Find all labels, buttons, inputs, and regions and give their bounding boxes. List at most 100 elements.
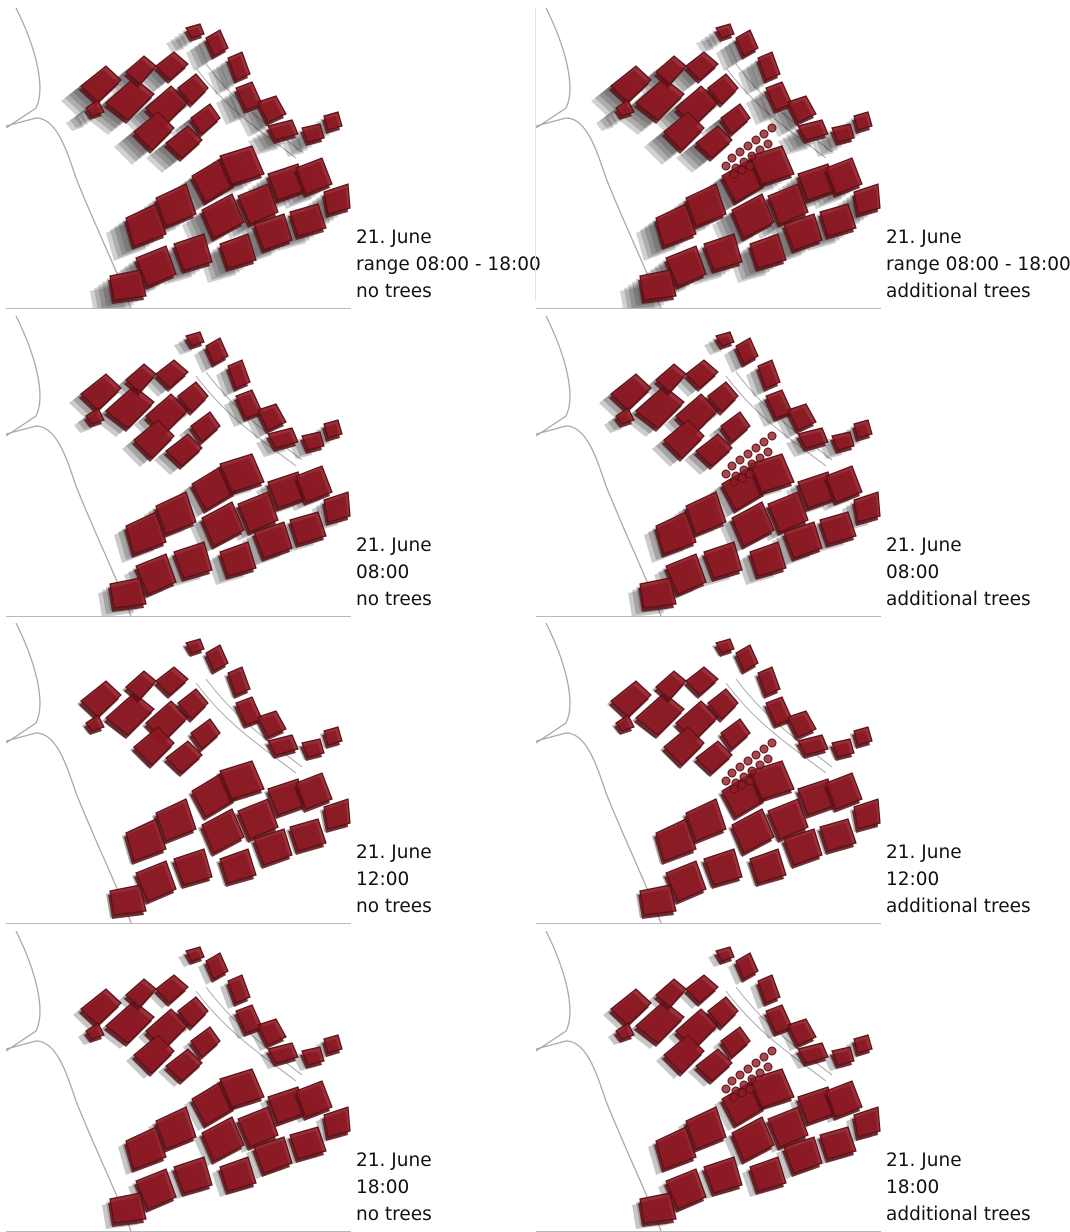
building [177, 996, 209, 1028]
building [797, 734, 829, 756]
shadow-shape [742, 64, 764, 92]
building [323, 1106, 351, 1138]
shadow-shape [816, 136, 838, 154]
building [749, 760, 795, 800]
building [665, 245, 707, 287]
shadow-shape [812, 139, 834, 157]
building [767, 183, 809, 225]
building [735, 644, 759, 672]
building [819, 818, 857, 852]
building [720, 411, 751, 443]
panel-bottom-line [6, 308, 351, 309]
building [731, 808, 775, 854]
building [615, 1022, 635, 1040]
tree [755, 145, 765, 155]
tree [743, 449, 753, 459]
tree [759, 744, 769, 754]
shadow-shape [70, 112, 88, 128]
caption-trees: additional trees [886, 589, 1031, 610]
tree [747, 151, 757, 161]
building [665, 553, 707, 595]
shadow-shape [238, 111, 266, 137]
caption-trees: additional trees [886, 896, 1031, 917]
tree [743, 1064, 753, 1074]
tree [743, 756, 753, 766]
building [295, 465, 333, 503]
building [831, 431, 855, 451]
shadow-shape [716, 45, 738, 71]
street-line [205, 678, 303, 768]
road-line [6, 8, 41, 129]
building [787, 710, 817, 738]
building [685, 183, 727, 227]
building [173, 541, 213, 579]
building [155, 359, 189, 389]
trees-layer [721, 431, 777, 487]
building [227, 666, 251, 696]
road-line [6, 1040, 132, 1231]
shadow-map-panel [536, 931, 881, 1231]
building [615, 714, 635, 732]
road-line [536, 931, 571, 1052]
building [695, 125, 733, 159]
tree [759, 129, 769, 139]
building [767, 1106, 809, 1148]
road-line [6, 117, 132, 308]
tree [745, 776, 755, 786]
tree [735, 455, 745, 465]
building [825, 465, 863, 503]
building [301, 431, 325, 451]
building [301, 123, 325, 143]
building [155, 974, 189, 1004]
building [720, 103, 751, 135]
caption-time: range 08:00 - 18:00 [886, 254, 1070, 275]
building [237, 798, 279, 840]
caption-date: 21. June [886, 227, 962, 248]
building [323, 491, 351, 523]
road-line [6, 316, 41, 437]
building [219, 541, 257, 577]
building [787, 1018, 817, 1046]
building [301, 738, 325, 758]
building [165, 740, 203, 774]
street-line [205, 986, 303, 1076]
tree [721, 469, 731, 479]
building [173, 848, 213, 886]
building [749, 848, 787, 884]
building [787, 403, 817, 431]
panel-bottom-line [6, 923, 351, 924]
panel-bottom-line [536, 923, 881, 924]
panel-bottom-line [536, 308, 881, 309]
shadow-shape [600, 112, 618, 128]
building [267, 119, 299, 141]
building [109, 577, 147, 609]
shadow-shape [750, 94, 776, 122]
shadow-shape [216, 97, 242, 125]
buildings-layer [609, 946, 881, 1227]
building [253, 213, 293, 251]
building [201, 193, 245, 239]
building [125, 203, 167, 247]
tree [755, 453, 765, 463]
building [80, 988, 122, 1026]
building [655, 511, 697, 555]
shadow-map-image [536, 931, 881, 1231]
shadow-map-image [6, 316, 351, 616]
building [731, 501, 775, 547]
building [610, 373, 652, 411]
caption-date: 21. June [356, 1150, 432, 1171]
building [819, 1126, 857, 1160]
building [819, 511, 857, 545]
shadow-map-panel [536, 316, 881, 616]
building [295, 772, 333, 810]
tree [735, 1070, 745, 1080]
building [797, 427, 829, 449]
tree [751, 750, 761, 760]
tree [747, 766, 757, 776]
shadow-map-image [6, 8, 351, 308]
tree [727, 461, 737, 471]
tree [737, 780, 747, 790]
